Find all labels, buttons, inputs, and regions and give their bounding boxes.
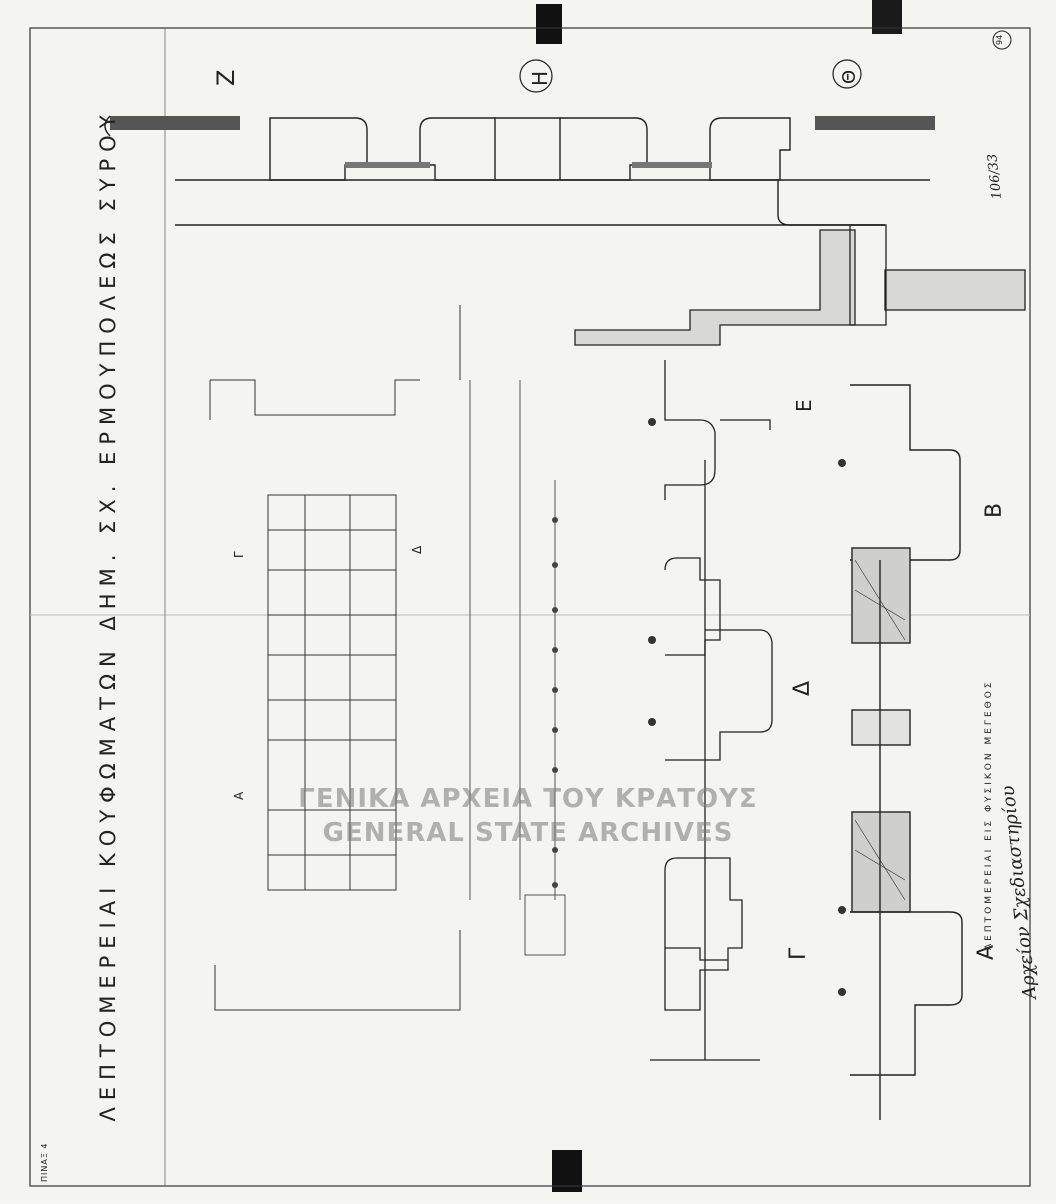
dimension-ticks [552,517,558,888]
label-z: Ζ [212,69,240,86]
watermark-english: GENERAL STATE ARCHIVES [322,818,734,848]
watermark-greek: ΓΕΝΙΚΑ ΑΡΧΕΙΑ ΤΟΥ ΚΡΑΤΟΥΣ [298,784,758,814]
section-marker-g: Γ [232,551,246,558]
corner-number: 94 [995,34,1004,45]
circle-h [519,59,553,93]
corner-circle [992,30,1012,50]
label-e: Ε [792,399,816,412]
tape-top [536,4,562,44]
jamb-profiles [650,360,773,1061]
circle-theta [832,59,862,89]
tape-bottom [552,1150,582,1192]
label-a: Α [974,944,999,960]
drawing-title: ΛΕΠΤΟΜΕΡΕΙΑΙ ΚΟΥΦΩΜΑΤΩΝ ΔΗΜ. ΣΧ. ΕΡΜΟΥΠΟ… [96,108,120,1122]
window-elevation [209,305,461,1011]
section-marker-delta: Δ [410,545,424,554]
label-b: Β [982,502,1007,518]
subtitle: ΛΕΠΤΟΜΕΡΕΙΑΙ ΕΙΣ ΦΥΣΙΚΟΝ ΜΕΓΕΘΟΣ [984,679,994,950]
label-h: Η [528,70,552,86]
frame-border [29,27,1031,1187]
sheet-label: ΠΙΝΑΞ 4 [40,1142,49,1182]
label-g: Γ [786,947,811,960]
hinge-marks [648,418,846,996]
label-d: Δ [790,680,815,696]
label-theta: Θ [839,69,860,84]
wall-block [574,224,1026,346]
detail-top-section [104,115,935,226]
frame-sections [850,384,963,1120]
